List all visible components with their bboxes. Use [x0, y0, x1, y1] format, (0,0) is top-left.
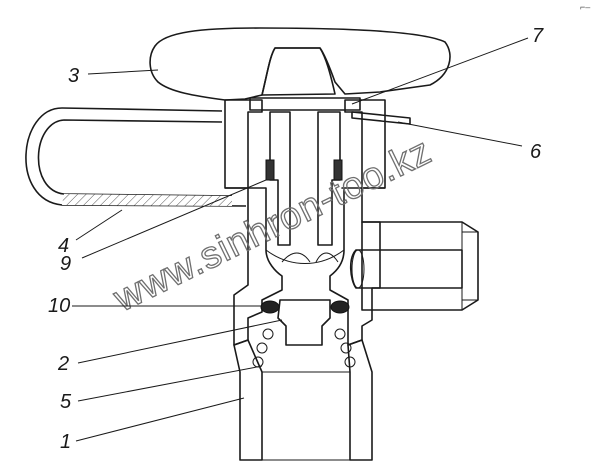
seat-ring-part-10 — [260, 300, 350, 314]
gasket-plate-part-7 — [249, 97, 361, 111]
callout-6: 6 — [530, 141, 542, 163]
callout-2: 2 — [57, 353, 69, 375]
callout-10: 10 — [48, 295, 70, 317]
valve-plug-part-2 — [277, 299, 331, 346]
watermark-text: www.sinhron-too.kz — [107, 130, 439, 321]
o-rings-part-9 — [265, 159, 343, 181]
side-outlet-fitting — [349, 221, 479, 311]
handle-loop-part-4 — [25, 107, 247, 207]
leader-lines — [72, 37, 529, 442]
corner-mark: ⌐– — [580, 2, 590, 12]
threaded-shank-part-1 — [233, 339, 373, 461]
callout-4: 4 — [58, 235, 69, 257]
callout-5: 5 — [60, 391, 72, 413]
callout-1: 1 — [60, 431, 71, 453]
callout-7: 7 — [532, 25, 544, 47]
packing-nut-body — [224, 99, 386, 189]
callout-9: 9 — [60, 253, 71, 275]
spring-part-5 — [252, 328, 356, 368]
callout-3: 3 — [68, 65, 79, 87]
handwheel-cap-part-3 — [149, 27, 451, 101]
callout-labels: 3 7 6 4 9 10 2 5 1 — [48, 25, 544, 453]
